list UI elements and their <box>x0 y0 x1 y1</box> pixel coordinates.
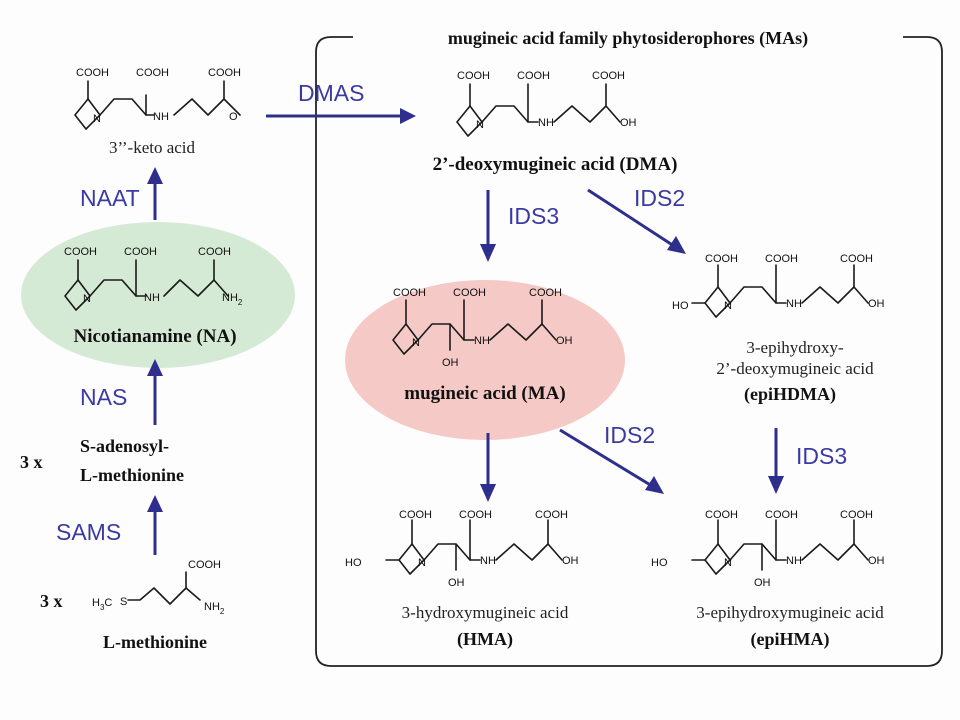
enzyme-ids3-a: IDS3 <box>508 203 559 229</box>
dma-nh: NH <box>538 117 554 129</box>
ma-n: N <box>412 337 420 349</box>
epihma-abbr: (epiHMA) <box>751 629 830 650</box>
epihdma-n: N <box>724 300 732 312</box>
na-cooh-1: COOH <box>64 246 97 258</box>
keto-acid-structure <box>74 80 241 130</box>
epihma-n: N <box>724 557 732 569</box>
ma-cooh-3: COOH <box>529 287 562 299</box>
na-nh2: NH2 <box>222 292 243 307</box>
ma-structure <box>392 299 557 355</box>
met-cooh: COOH <box>188 559 221 571</box>
hma-cooh-3: COOH <box>535 509 568 521</box>
dma-structure <box>456 83 621 137</box>
epihdma-label-line1: 3-epihydroxy- <box>746 338 844 357</box>
met-multiplier: 3 x <box>40 591 63 611</box>
epihdma-cooh-2: COOH <box>765 253 798 265</box>
sam-label-line2: L-methionine <box>80 465 184 485</box>
enzyme-ids3-b: IDS3 <box>796 443 847 469</box>
enzyme-dmas: DMAS <box>298 80 364 106</box>
epihdma-cooh-3: COOH <box>840 253 873 265</box>
epihma-oh-1: OH <box>868 555 885 567</box>
epihma-cooh-1: COOH <box>705 509 738 521</box>
dma-cooh-3: COOH <box>592 70 625 82</box>
epihdma-oh: OH <box>868 298 885 310</box>
na-highlight <box>21 222 295 368</box>
enzyme-ids2-a: IDS2 <box>634 185 685 211</box>
na-structure <box>64 259 229 311</box>
ma-cooh-1: COOH <box>393 287 426 299</box>
epihdma-cooh-1: COOH <box>705 253 738 265</box>
epihdma-label-line2: 2’-deoxymugineic acid <box>716 359 874 378</box>
enzyme-sams: SAMS <box>56 519 121 545</box>
na-cooh-3: COOH <box>198 246 231 258</box>
keto-cooh-2: COOH <box>136 67 169 79</box>
hma-oh-2: OH <box>448 577 465 589</box>
dma-cooh-2: COOH <box>517 70 550 82</box>
enzyme-naat: NAAT <box>80 185 140 211</box>
enzyme-nas: NAS <box>80 384 127 410</box>
epihma-oh-2: OH <box>754 577 771 589</box>
dma-n: N <box>476 119 484 131</box>
epihdma-abbr: (epiHDMA) <box>744 384 836 405</box>
arrow-sams <box>147 495 163 555</box>
arrow-nas <box>147 359 163 425</box>
arrow-ids3-a <box>480 190 496 262</box>
ma-label: mugineic acid (MA) <box>404 383 565 404</box>
hma-abbr: (HMA) <box>457 629 513 650</box>
mas-frame <box>315 36 943 667</box>
keto-n: N <box>93 113 101 125</box>
met-h3c: H3C <box>92 597 112 612</box>
ma-oh-1: OH <box>556 335 573 347</box>
hma-cooh-1: COOH <box>399 509 432 521</box>
epihma-cooh-2: COOH <box>765 509 798 521</box>
keto-nh: NH <box>153 111 169 123</box>
ma-highlight <box>345 280 625 440</box>
ma-nh: NH <box>474 335 490 347</box>
epihdma-ho: HO <box>672 300 689 312</box>
na-n: N <box>83 293 91 305</box>
met-structure <box>127 571 201 605</box>
ma-oh-2: OH <box>442 357 459 369</box>
mas-box-title: mugineic acid family phytosiderophores (… <box>448 28 808 49</box>
hma-nh: NH <box>480 555 496 567</box>
hma-ho: HO <box>345 557 362 569</box>
arrow-ids3-b <box>768 428 784 494</box>
na-label: Nicotianamine (NA) <box>73 326 236 347</box>
epihma-ho: HO <box>651 557 668 569</box>
ma-cooh-2: COOH <box>453 287 486 299</box>
na-nh: NH <box>144 292 160 304</box>
arrow-naat <box>147 167 163 220</box>
keto-acid-label: 3’’-keto acid <box>109 138 196 157</box>
arrow-ma-hma <box>480 433 496 502</box>
epihma-nh: NH <box>786 555 802 567</box>
enzyme-ids2-b: IDS2 <box>604 422 655 448</box>
epihma-structure <box>691 519 869 575</box>
arrow-ids2-b <box>559 428 664 494</box>
met-nh2: NH2 <box>204 601 225 616</box>
met-label: L-methionine <box>103 632 207 652</box>
hma-label: 3-hydroxymugineic acid <box>402 603 569 622</box>
epihma-cooh-3: COOH <box>840 509 873 521</box>
hma-cooh-2: COOH <box>459 509 492 521</box>
epihdma-structure <box>691 264 869 318</box>
epihdma-nh: NH <box>786 298 802 310</box>
dma-cooh-1: COOH <box>457 70 490 82</box>
keto-o: O <box>229 111 238 123</box>
hma-oh-1: OH <box>562 555 579 567</box>
met-s: S <box>120 596 127 608</box>
na-cooh-2: COOH <box>124 246 157 258</box>
hma-n: N <box>418 557 426 569</box>
dma-oh: OH <box>620 117 637 129</box>
sam-multiplier: 3 x <box>20 452 43 472</box>
arrow-ids2-a <box>587 188 686 254</box>
sam-label-line1: S-adenosyl- <box>80 436 169 456</box>
arrow-dmas <box>266 108 416 124</box>
keto-cooh-3: COOH <box>208 67 241 79</box>
dma-label: 2’-deoxymugineic acid (DMA) <box>433 154 678 175</box>
hma-structure <box>385 519 563 575</box>
epihma-label: 3-epihydroxymugineic acid <box>696 603 884 622</box>
keto-cooh-1: COOH <box>76 67 109 79</box>
